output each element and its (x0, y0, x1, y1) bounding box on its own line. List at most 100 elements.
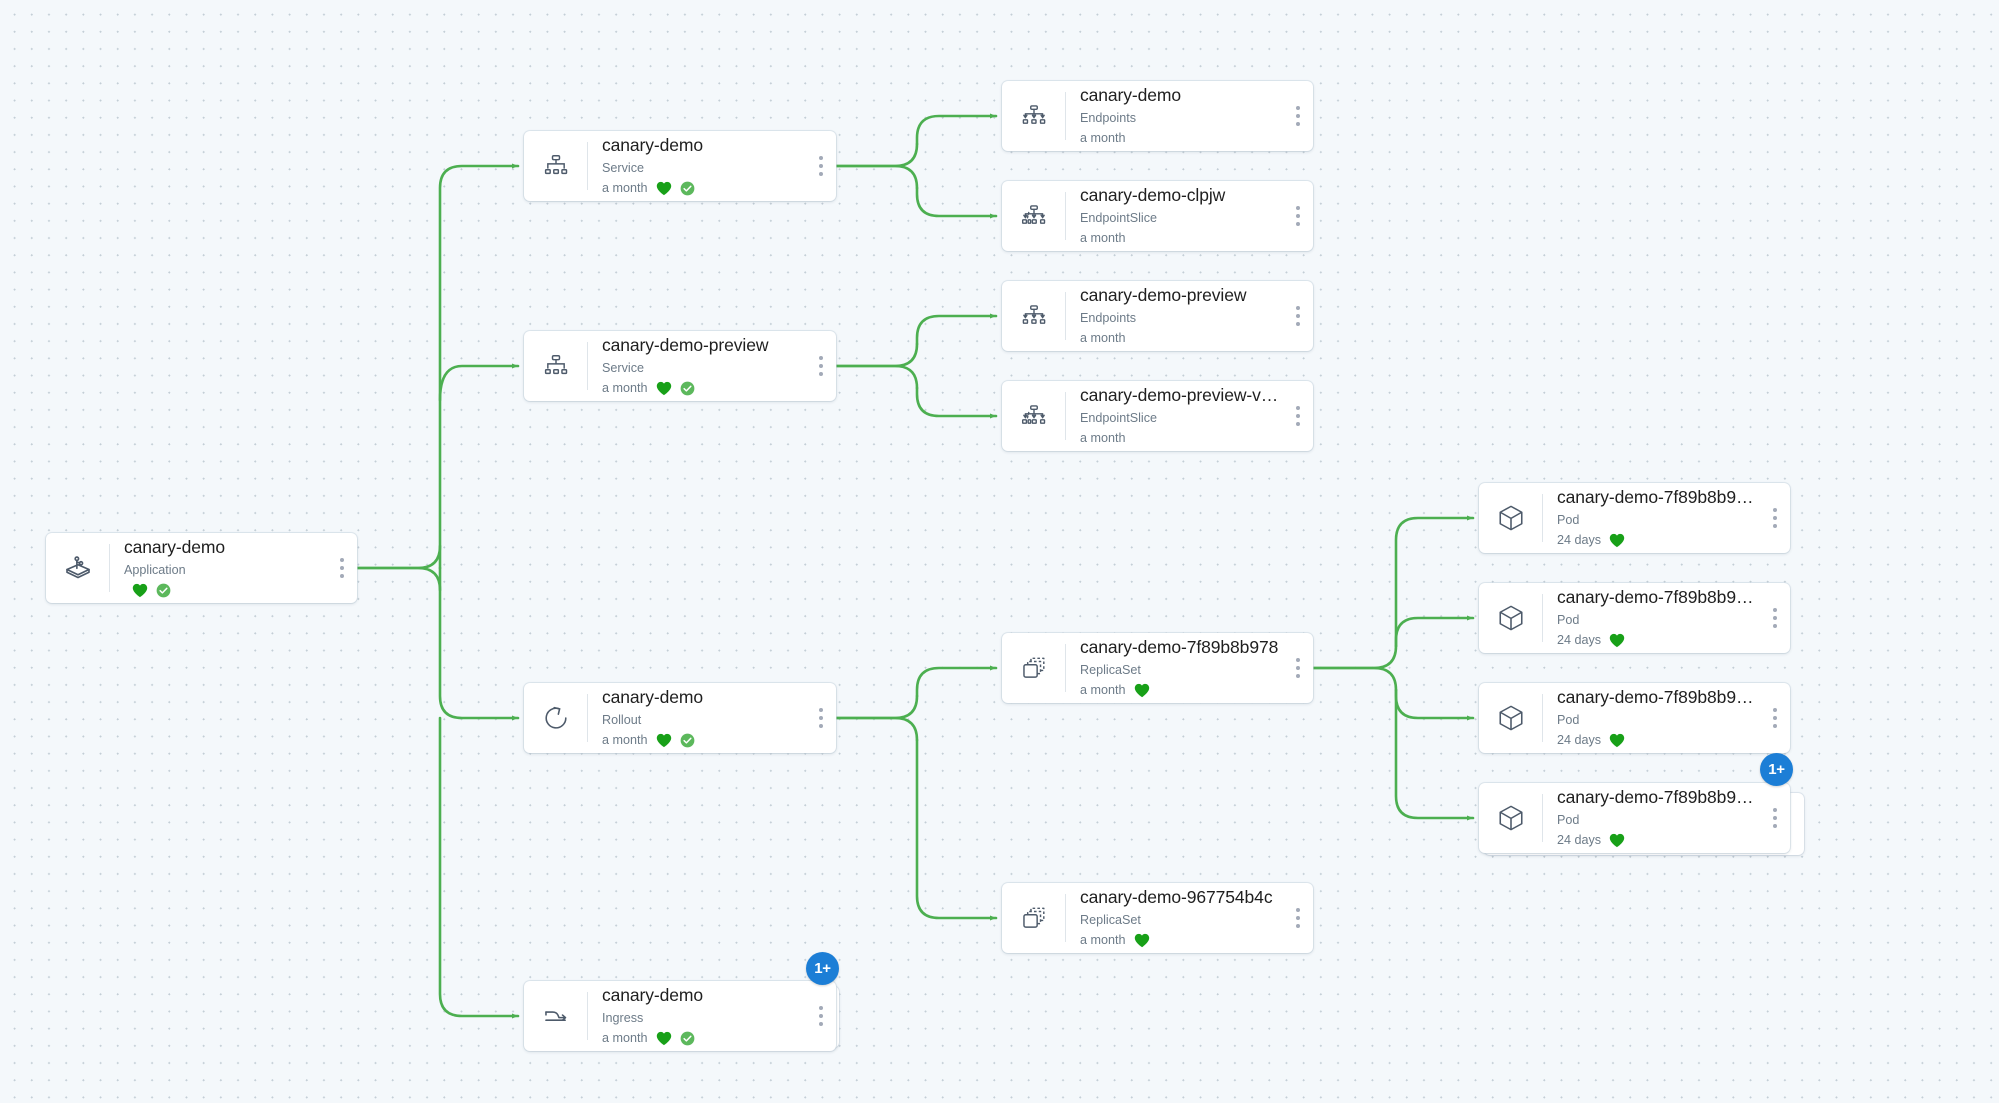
health-heart-icon[interactable] (1609, 733, 1625, 748)
node-divider (1542, 594, 1543, 642)
node-endpoints-canary-demo-preview[interactable]: canary-demo-preview Endpoints a month (1002, 281, 1313, 351)
node-menu-button[interactable] (806, 331, 836, 401)
node-pod-3[interactable]: canary-demo-7f89b8b97… Pod 24 days (1479, 683, 1790, 753)
node-kind: EndpointSlice (1080, 411, 1158, 426)
node-kind: Ingress (602, 1011, 644, 1026)
node-title: canary-demo-preview (1080, 285, 1247, 305)
health-heart-icon[interactable] (656, 181, 672, 196)
node-title: canary-demo-preview (602, 335, 769, 355)
node-kind: Rollout (602, 713, 642, 728)
edge-svcp-fan-up (834, 342, 919, 368)
node-title: canary-demo (1080, 85, 1182, 105)
node-age: a month (602, 181, 648, 196)
node-divider (1542, 494, 1543, 542)
node-kind: Pod (1557, 713, 1580, 728)
edge-app-to-ingress (438, 716, 520, 1019)
node-service-canary-demo-preview[interactable]: canary-demo-preview Service a month (524, 331, 836, 401)
health-heart-icon[interactable] (132, 583, 148, 598)
node-age: a month (1080, 331, 1126, 346)
node-replicaset-967754b4c[interactable]: canary-demo-967754b4c ReplicaSet a month (1002, 883, 1313, 953)
edge-app-to-service (438, 163, 520, 570)
node-divider (1542, 694, 1543, 742)
node-menu-button[interactable] (806, 683, 836, 753)
sync-status-icon[interactable] (680, 1031, 695, 1046)
node-ingress-canary-demo[interactable]: canary-demo Ingress a month (524, 981, 836, 1051)
edge-svcp-to-endpoints (915, 313, 998, 346)
node-divider (1065, 292, 1066, 340)
edge-rs-to-pod-4 (1394, 688, 1475, 821)
node-age: a month (1080, 431, 1126, 446)
node-title: canary-demo (602, 687, 704, 707)
node-pod-1[interactable]: canary-demo-7f89b8b97… Pod 24 days (1479, 483, 1790, 553)
health-heart-icon[interactable] (656, 733, 672, 748)
endpointslice-icon (1002, 381, 1065, 451)
node-divider (587, 342, 588, 390)
node-age: a month (1080, 131, 1126, 146)
rollout-icon (524, 683, 587, 753)
health-heart-icon[interactable] (1609, 833, 1625, 848)
node-age: a month (602, 381, 648, 396)
node-rollout-canary-demo[interactable]: canary-demo Rollout a month (524, 683, 836, 753)
node-age: 24 days (1557, 633, 1602, 648)
node-kind: Pod (1557, 813, 1580, 828)
node-kind: Pod (1557, 613, 1580, 628)
node-divider (587, 142, 588, 190)
endpoints-icon (1002, 81, 1065, 151)
node-kind: Pod (1557, 513, 1580, 528)
node-menu-button[interactable] (1283, 81, 1313, 151)
service-icon (524, 131, 587, 201)
node-menu-button[interactable] (1283, 633, 1313, 703)
edge-app-to-rollout (438, 566, 520, 721)
health-heart-icon[interactable] (1134, 933, 1150, 948)
node-title: canary-demo-7f89b8b97… (1557, 587, 1760, 607)
pod-4-child-count-badge[interactable]: 1+ (1760, 753, 1793, 786)
node-replicaset-7f89b8b978[interactable]: canary-demo-7f89b8b978 ReplicaSet a mont… (1002, 633, 1313, 703)
node-menu-button[interactable] (806, 131, 836, 201)
node-menu-button[interactable] (1283, 381, 1313, 451)
node-title: canary-demo-7f89b8b97… (1557, 687, 1760, 707)
node-pod-4[interactable]: canary-demo-7f89b8b97… Pod 24 days (1479, 783, 1790, 853)
replicaset-icon (1002, 633, 1065, 703)
sync-status-icon[interactable] (680, 381, 695, 396)
endpoints-icon (1002, 281, 1065, 351)
node-kind: Endpoints (1080, 111, 1137, 126)
node-menu-button[interactable] (806, 981, 836, 1051)
node-menu-button[interactable] (1760, 483, 1790, 553)
node-menu-button[interactable] (1283, 281, 1313, 351)
sync-status-icon[interactable] (156, 583, 171, 598)
edge-svc-to-endpoints (915, 113, 998, 146)
edge-rs-to-pod-3 (1394, 688, 1475, 721)
node-application[interactable]: canary-demo Application (46, 533, 357, 603)
health-heart-icon[interactable] (1609, 633, 1625, 648)
sync-status-icon[interactable] (680, 733, 695, 748)
ingress-child-count-badge[interactable]: 1+ (806, 952, 839, 985)
node-pod-2[interactable]: canary-demo-7f89b8b97… Pod 24 days (1479, 583, 1790, 653)
health-heart-icon[interactable] (656, 381, 672, 396)
node-endpointslice-canary-demo-clpjw[interactable]: canary-demo-clpjw EndpointSlice a month (1002, 181, 1313, 251)
pod-icon (1479, 783, 1542, 853)
node-divider (1065, 644, 1066, 692)
node-menu-button[interactable] (1760, 683, 1790, 753)
edge-rollout-fan-up (834, 694, 919, 720)
health-heart-icon[interactable] (656, 1031, 672, 1046)
edge-app-down (355, 566, 442, 592)
node-menu-button[interactable] (1760, 783, 1790, 853)
node-menu-button[interactable] (1760, 583, 1790, 653)
edge-svcp-to-endpointslice (915, 386, 998, 419)
node-menu-button[interactable] (1283, 883, 1313, 953)
node-divider (109, 544, 110, 592)
service-icon (524, 331, 587, 401)
health-heart-icon[interactable] (1134, 683, 1150, 698)
edge-rs-fan-up (1311, 644, 1398, 670)
sync-status-icon[interactable] (680, 181, 695, 196)
edge-rs-to-pod-1 (1394, 515, 1475, 648)
edge-app-to-service-preview (438, 363, 520, 402)
health-heart-icon[interactable] (1609, 533, 1625, 548)
node-service-canary-demo[interactable]: canary-demo Service a month (524, 131, 836, 201)
node-menu-button[interactable] (327, 533, 357, 603)
node-title: canary-demo-preview-v… (1080, 385, 1279, 405)
node-endpointslice-canary-demo-preview[interactable]: canary-demo-preview-v… EndpointSlice a m… (1002, 381, 1313, 451)
node-menu-button[interactable] (1283, 181, 1313, 251)
node-endpoints-canary-demo[interactable]: canary-demo Endpoints a month (1002, 81, 1313, 151)
